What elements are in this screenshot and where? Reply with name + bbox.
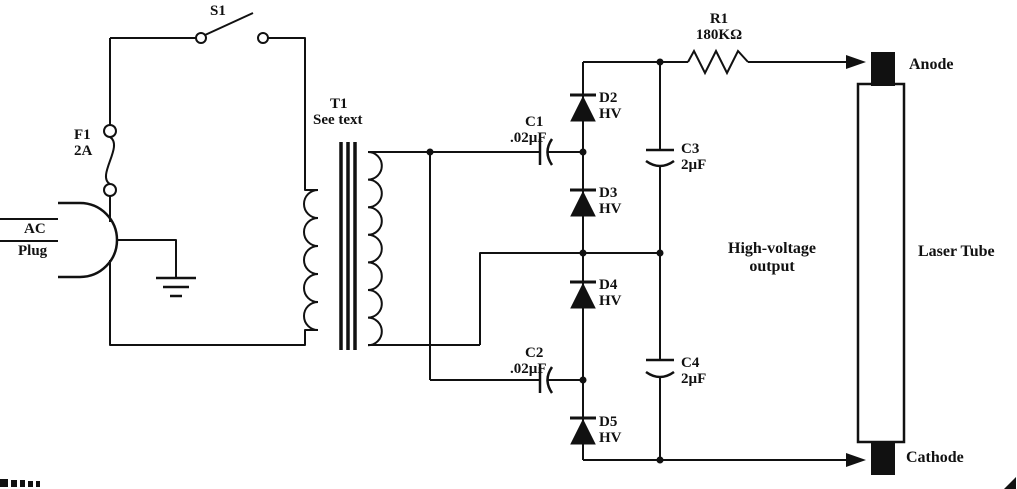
fuse-f1-label: F1 2A: [74, 127, 92, 159]
diode-string: [570, 93, 596, 445]
resistor-r1-ref: R1: [709, 11, 729, 27]
fuse-terminal: [103, 124, 117, 138]
fuse-f1-value: 2A: [74, 143, 93, 159]
cap-c4-label: C4 2µF: [681, 355, 706, 387]
junction-dots: [426, 58, 664, 464]
switch-s1-symbol: [195, 12, 269, 44]
cathode-label: Cathode: [906, 449, 964, 466]
plug-label: Plug: [18, 243, 48, 259]
diode-d4-symbol: [570, 280, 596, 309]
resistor-r1-label: R1 180KΩ: [690, 11, 748, 43]
diode-d3-label: D3 HV: [599, 185, 622, 217]
cap-c1-value: .02µF: [510, 130, 547, 146]
diode-d2-rating: HV: [599, 106, 622, 122]
anode-arrow-icon: [846, 55, 866, 69]
anode-terminal: [871, 52, 895, 86]
primary-winding: [303, 189, 319, 331]
diode-d5-label: D5 HV: [599, 414, 622, 446]
cap-c4-ref: C4: [681, 355, 700, 371]
switch-terminal: [257, 32, 269, 44]
cap-c3-ref: C3: [681, 141, 700, 157]
diode-d3-symbol: [570, 188, 596, 217]
wire-ac-primary-loop: [0, 37, 318, 346]
diode-d4-label: D4 HV: [599, 277, 622, 309]
switch-terminal: [195, 32, 207, 44]
ac-label: AC: [24, 221, 46, 237]
laser-tube-symbol: [856, 52, 906, 475]
page-crop-artifact-right: [1004, 477, 1016, 489]
cap-c3-value: 2µF: [681, 157, 707, 173]
diode-d3-ref: D3: [599, 185, 618, 201]
ac-plug-symbol: [58, 201, 119, 279]
diode-d5-ref: D5: [599, 414, 618, 430]
hv-output-annotation: High-voltage output: [714, 240, 830, 276]
resistor-r1-value: 180KΩ: [695, 27, 743, 43]
transformer-t1-note: See text: [313, 112, 363, 128]
diode-d5-rating: HV: [599, 430, 622, 446]
cap-c1-ref: C1: [525, 114, 544, 130]
cathode-arrow-icon: [846, 453, 866, 467]
fuse-element: [104, 136, 116, 185]
cathode-terminal: [871, 442, 895, 475]
fuse-f1-ref: F1: [74, 127, 91, 143]
diode-d3-rating: HV: [599, 201, 622, 217]
fuse-f1-symbol: [103, 124, 117, 197]
switch-s1-label: S1: [210, 3, 226, 19]
cap-c4-value: 2µF: [681, 371, 707, 387]
diode-d4-ref: D4: [599, 277, 618, 293]
diode-d2-ref: D2: [599, 90, 618, 106]
switch-blade: [204, 12, 254, 36]
transformer-t1-ref: T1: [330, 96, 348, 112]
transformer-core: [339, 142, 357, 350]
diode-d4-rating: HV: [599, 293, 622, 309]
cap-c2-value: .02µF: [510, 361, 547, 377]
transformer-t1-symbol: [303, 142, 383, 350]
hv-output-line2: output: [749, 258, 795, 275]
resistor-r1-symbol: [687, 48, 749, 76]
laser-tube-body: [856, 82, 906, 444]
page-crop-artifact-left: [0, 479, 40, 487]
anode-label: Anode: [909, 56, 954, 73]
hv-output-line1: High-voltage: [728, 240, 816, 257]
cap-c1-symbol: [538, 138, 554, 166]
cap-c2-symbol: [538, 366, 554, 394]
laser-tube-label: Laser Tube: [918, 243, 995, 260]
wire-doubler-network: [368, 61, 846, 461]
diode-d2-symbol: [570, 93, 596, 122]
cap-c2-ref: C2: [525, 345, 544, 361]
diode-d2-label: D2 HV: [599, 90, 622, 122]
cap-c3-symbol: [645, 148, 675, 168]
cap-c3-label: C3 2µF: [681, 141, 706, 173]
ground-icon: [156, 276, 196, 298]
cap-c4-symbol: [645, 358, 675, 379]
fuse-terminal: [103, 183, 117, 197]
secondary-winding: [367, 151, 383, 347]
diode-d5-symbol: [570, 416, 596, 445]
